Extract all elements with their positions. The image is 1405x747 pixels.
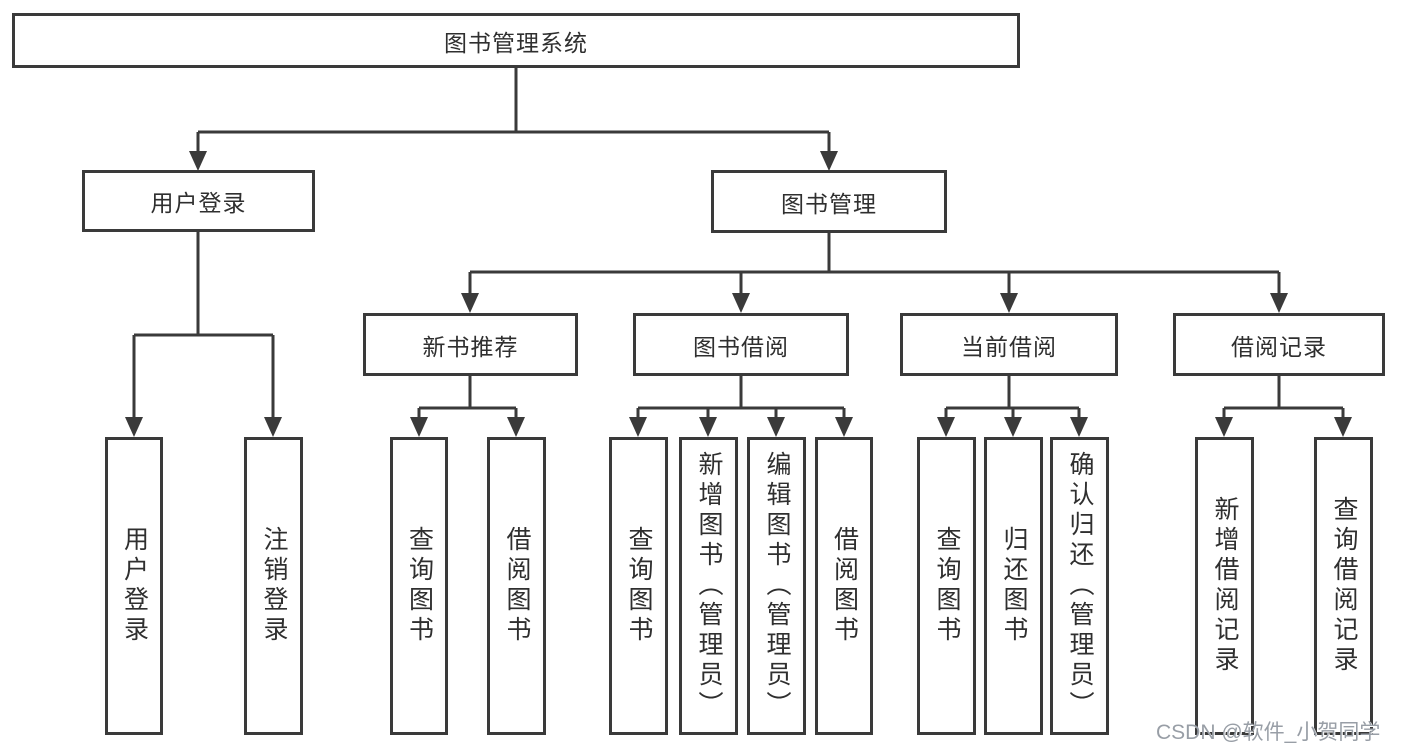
node-root-library-management-system: 图书管理系统	[12, 13, 1020, 68]
leaf-logout: 注销登录	[244, 437, 303, 735]
leaf-edit-books-admin: 编辑图书（管理员）	[747, 437, 806, 735]
node-current-borrowing: 当前借阅	[900, 313, 1118, 376]
watermark: CSDN @软件_小贺同学	[1156, 721, 1381, 744]
node-book-borrowing: 图书借阅	[633, 313, 849, 376]
leaf-query-borrow-record: 查询借阅记录	[1314, 437, 1373, 735]
node-user-login: 用户登录	[82, 170, 315, 232]
leaf-add-borrow-record: 新增借阅记录	[1195, 437, 1254, 735]
leaf-user-login: 用户登录	[105, 437, 163, 735]
leaf-confirm-return-admin: 确认归还（管理员）	[1050, 437, 1109, 735]
leaf-borrow-books-recommend: 借阅图书	[487, 437, 546, 735]
node-new-book-recommendation: 新书推荐	[363, 313, 578, 376]
leaf-query-books-recommend: 查询图书	[390, 437, 448, 735]
leaf-query-books-borrowing: 查询图书	[609, 437, 668, 735]
leaf-query-books-current: 查询图书	[917, 437, 976, 735]
leaf-borrow-books: 借阅图书	[815, 437, 873, 735]
leaf-return-books: 归还图书	[984, 437, 1043, 735]
leaf-add-books-admin: 新增图书（管理员）	[679, 437, 738, 735]
node-book-management: 图书管理	[711, 170, 947, 233]
node-borrowing-records: 借阅记录	[1173, 313, 1385, 376]
